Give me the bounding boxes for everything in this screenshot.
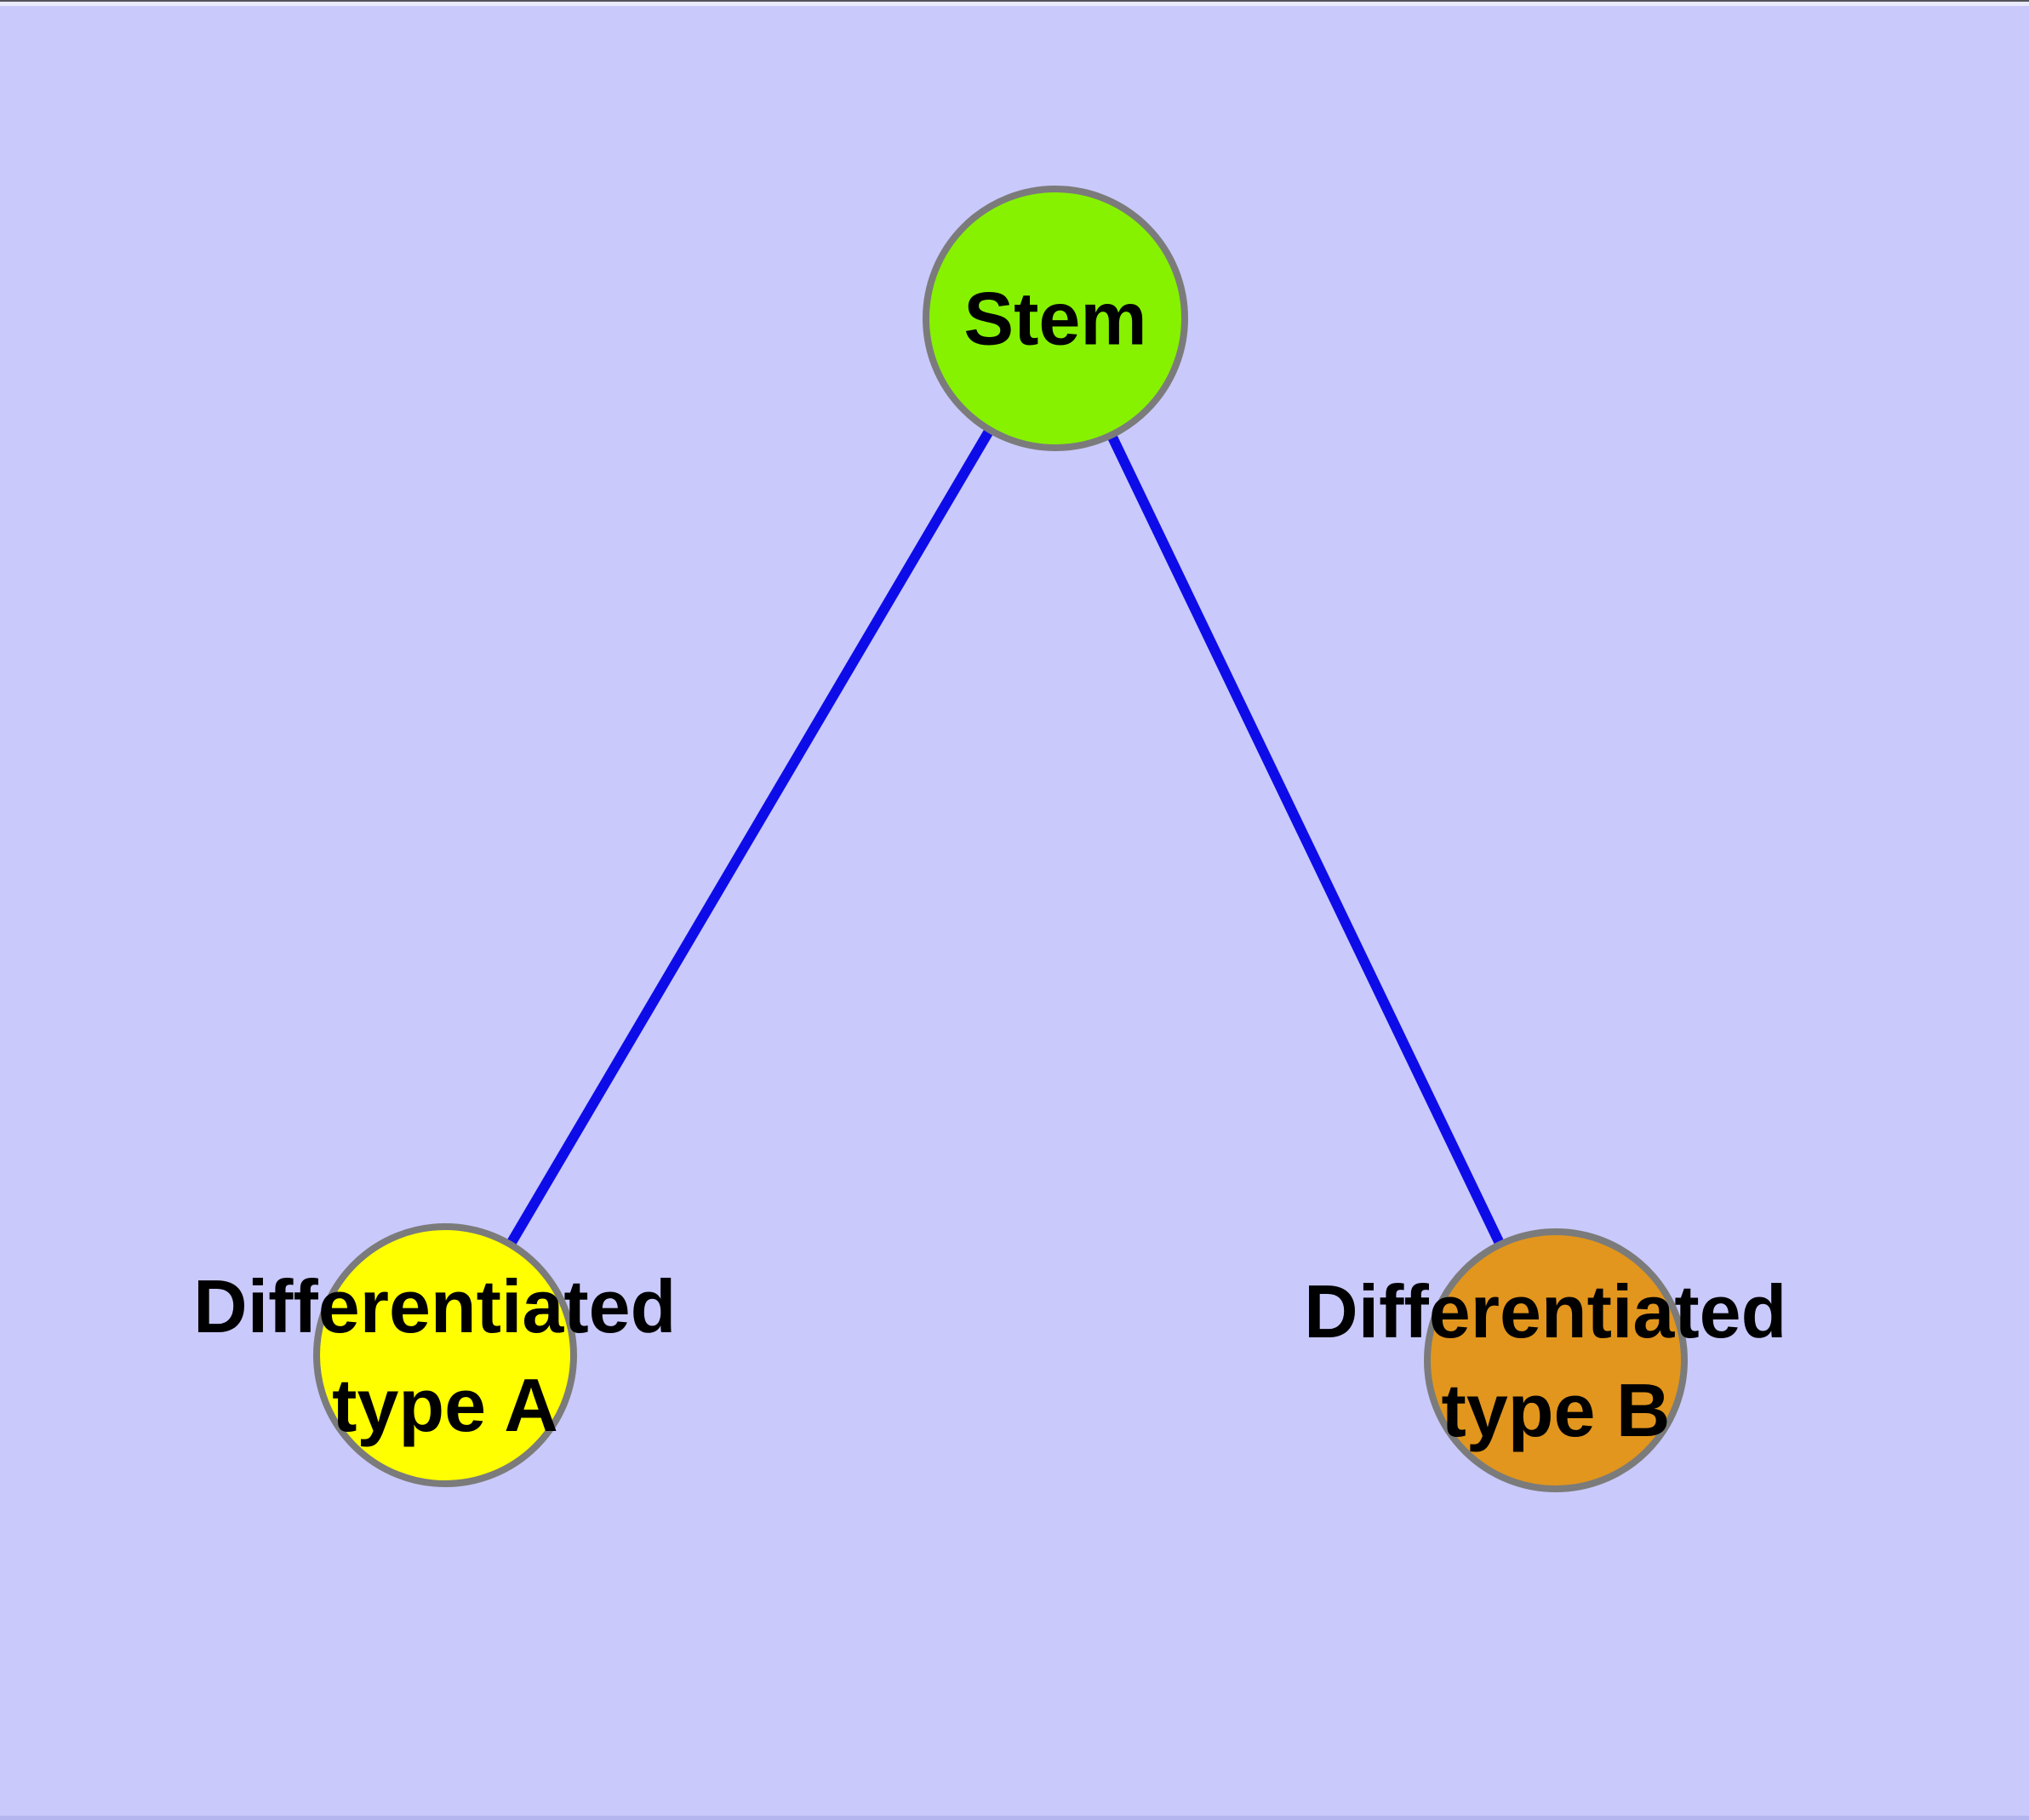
edge-stem-to-type-a — [440, 315, 1060, 1359]
top-edge-strip — [0, 2, 2029, 6]
node-type-b-label-line1: Differentiated — [1304, 1269, 1786, 1354]
node-type-a-label: Differentiated type A — [193, 1264, 697, 1447]
node-differentiated-type-a: Differentiated type A — [193, 1223, 697, 1487]
edge-stem-to-type-b — [1050, 316, 1561, 1363]
node-type-b-label: Differentiated type B — [1304, 1269, 1808, 1452]
node-type-b-circle — [1424, 1228, 1688, 1492]
node-type-a-circle — [313, 1223, 577, 1487]
node-type-a-label-line2: type A — [332, 1363, 558, 1447]
node-stem-label: Stem — [963, 277, 1146, 361]
node-type-b-label-line2: type B — [1442, 1368, 1671, 1452]
top-edge-line — [0, 0, 2029, 2]
node-differentiated-type-b: Differentiated type B — [1304, 1228, 1808, 1492]
node-stem-circle — [923, 186, 1188, 451]
bottom-edge-strip — [0, 1816, 2029, 1820]
node-type-a-label-line1: Differentiated — [193, 1264, 676, 1348]
node-stem: Stem — [923, 186, 1188, 451]
